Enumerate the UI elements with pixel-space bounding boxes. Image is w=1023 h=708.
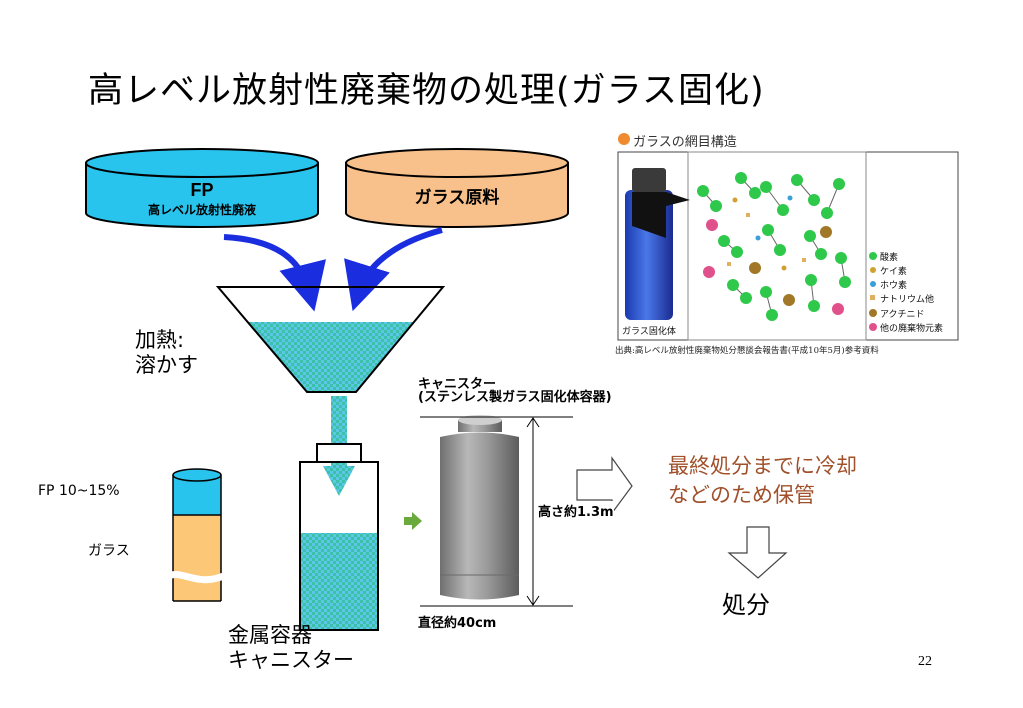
glass-network-panel — [611, 128, 959, 358]
storage-arrow — [576, 456, 633, 515]
legend-silicon: ケイ素 — [880, 267, 907, 277]
canister-diameter-label: 直径約40cm — [418, 616, 497, 631]
legend-other-waste-elements: 他の廃棄物元素 — [880, 324, 944, 334]
network-header: ガラスの網目構造 — [633, 135, 737, 150]
heating-label-line2: 溶かす — [135, 353, 198, 377]
fp-flow-arrow — [223, 234, 326, 312]
glass-ratio-label: ガラス — [88, 543, 130, 559]
canister-name-line2: (ステンレス製ガラス固化体容器) — [418, 390, 612, 405]
heating-label-line1: 加熱: — [135, 328, 185, 352]
disposal-label: 処分 — [722, 591, 770, 619]
fp-ratio-label: FP 10~15% — [38, 483, 120, 499]
legend-actinide: アクチニド — [880, 310, 925, 320]
fp-drum-subtitle: 高レベル放射性廃液 — [148, 202, 256, 217]
metal-container — [299, 443, 379, 631]
sample-tube — [163, 468, 230, 602]
vitrified-cylinder-caption: ガラス固化体 — [622, 327, 676, 337]
metal-container-label: 金属容器 キャニスター — [228, 623, 354, 673]
legend-sodium-etc: ナトリウム他 — [880, 295, 935, 305]
metal-container-line2: キャニスター — [228, 648, 354, 672]
page-number: 22 — [918, 654, 932, 669]
canister-height-label: 高さ約1.3m — [538, 501, 614, 520]
fp-drum — [85, 148, 319, 228]
green-arrow — [404, 512, 422, 530]
legend-boron: ホウ素 — [880, 281, 908, 291]
slide-title: 高レベル放射性廃棄物の処理(ガラス固化) — [88, 71, 765, 111]
storage-label-line2: などのため保管 — [668, 483, 815, 507]
heating-label: 加熱: 溶かす — [135, 328, 198, 378]
storage-label: 最終処分までに冷却 などのため保管 — [668, 452, 857, 510]
metal-container-line1: 金属容器 — [228, 623, 312, 647]
melting-funnel — [215, 286, 446, 393]
disposal-arrow — [727, 526, 788, 579]
glass-drum — [345, 148, 569, 228]
legend-oxygen: 酸素 — [880, 253, 899, 263]
fp-drum-title: FP — [190, 180, 213, 200]
glass-drum-label: ガラス原料 — [415, 187, 500, 208]
canister-name-line1: キャニスター — [418, 377, 497, 392]
storage-label-line1: 最終処分までに冷却 — [668, 454, 857, 478]
glass-flow-arrow — [344, 227, 443, 312]
canister-name-label: キャニスター (ステンレス製ガラス固化体容器) — [418, 378, 612, 404]
network-source-citation: 出典:高レベル放射性廃棄物処分懇談会報告書(平成10年5月)参考資料 — [615, 346, 879, 356]
canister-illustration — [420, 415, 573, 607]
